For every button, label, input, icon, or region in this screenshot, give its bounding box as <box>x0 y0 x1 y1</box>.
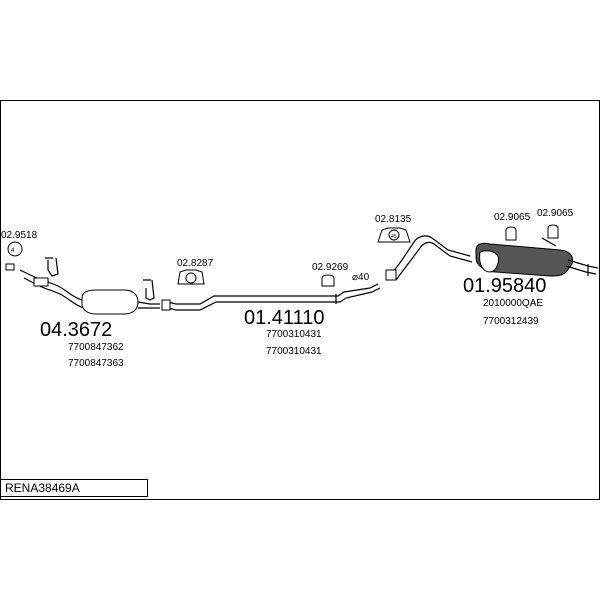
middle-pipe-code-label: 01.41110 <box>244 307 324 329</box>
rear-pipe-part <box>385 235 473 281</box>
clamp-front-label: 02.9518 <box>1 230 38 241</box>
hanger-2-part <box>541 224 559 247</box>
reference-box: RENA38469A <box>0 479 148 497</box>
rubber-mount-1-label: 02.8287 <box>177 258 214 269</box>
catalyst-code-label: 04.3672 <box>40 319 112 341</box>
hanger-1-label: 02.9065 <box>494 212 531 223</box>
clamp-middle-label: 02.9269 <box>312 262 349 273</box>
rear-silencer-code-label: 01.95840 <box>463 275 546 297</box>
exhaust-diagram: 4 02.9518 04.3672 7700847362 7700847363 … <box>0 100 600 500</box>
catalyst-ref2-label: 7700847363 <box>68 358 124 369</box>
rear-silencer-ref1-label: 2010000QAE <box>483 298 543 309</box>
svg-text:45: 45 <box>391 234 397 240</box>
hanger-2-label: 02.9065 <box>537 208 574 219</box>
diameter-label: ⌀40 <box>352 272 370 283</box>
front-clamp-part: 4 <box>5 241 23 271</box>
middle-pipe-part <box>161 283 381 311</box>
middle-pipe-ref1-label: 7700310431 <box>266 329 322 340</box>
rear-silencer-part <box>475 242 599 277</box>
svg-text:4: 4 <box>11 248 15 254</box>
reference-label: RENA38469A <box>5 481 80 495</box>
catalyst-part <box>81 279 160 315</box>
rubber-mount-2-part: 45 <box>377 227 411 243</box>
front-pipe-part <box>19 257 85 309</box>
middle-clamp-part <box>321 274 335 287</box>
exhaust-diagram-frame: 4 02.9518 04.3672 7700847362 7700847363 … <box>0 100 600 500</box>
catalyst-ref1-label: 7700847362 <box>68 342 124 353</box>
middle-pipe-ref2-label: 7700310431 <box>266 346 322 357</box>
rear-silencer-ref2-label: 7700312439 <box>483 316 539 327</box>
rubber-mount-2-label: 02.8135 <box>375 214 412 225</box>
rubber-mount-1-part <box>177 269 205 285</box>
hanger-1-part <box>505 226 517 241</box>
